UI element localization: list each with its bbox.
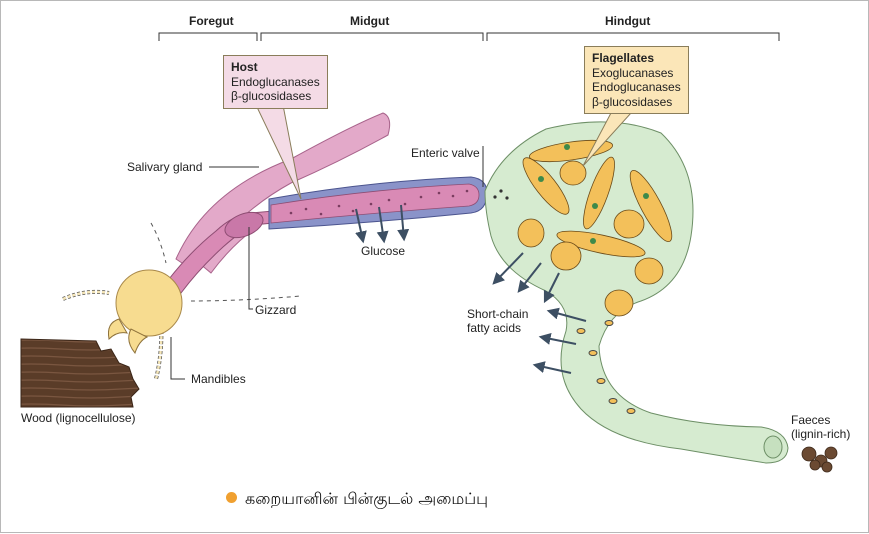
bacteria-dots bbox=[493, 189, 509, 200]
flagellates-line-2: Endoglucanases bbox=[592, 80, 681, 94]
flagellates-title: Flagellates bbox=[592, 51, 655, 65]
caption-text: கறையானின் பின்குடல் அமைப்பு bbox=[245, 489, 489, 508]
wood-block bbox=[20, 338, 140, 408]
glucose-arrows bbox=[355, 204, 410, 244]
label-glucose: Glucose bbox=[361, 244, 406, 258]
host-title: Host bbox=[231, 60, 258, 74]
host-line-2: β-glucosidases bbox=[231, 89, 312, 103]
midgut bbox=[270, 183, 480, 224]
termite-head-icon bbox=[62, 269, 183, 380]
gizzard bbox=[224, 211, 264, 239]
label-faeces-sub: (lignin-rich) bbox=[791, 427, 851, 441]
host-line-1: Endoglucanases bbox=[231, 74, 320, 89]
midgut-particles bbox=[289, 189, 469, 216]
label-salivary-gland: Salivary gland bbox=[127, 160, 203, 174]
salivary-gland bbox=[175, 112, 391, 274]
dashed-body-outline bbox=[150, 222, 302, 302]
section-hindgut: Hindgut bbox=[605, 14, 651, 28]
label-gizzard: Gizzard bbox=[255, 303, 297, 317]
label-wood: Wood (lignocellulose) bbox=[21, 411, 136, 425]
host-enzymes-box: Host Endoglucanases β-glucosidases bbox=[223, 55, 328, 109]
section-brackets bbox=[158, 32, 780, 41]
caption-bullet-icon bbox=[226, 492, 237, 503]
leader-lines bbox=[170, 146, 484, 380]
small-flagellates bbox=[576, 320, 636, 414]
label-short-chain: Short-chain bbox=[467, 307, 529, 321]
flagellates-enzymes-box: Flagellates Exoglucanases Endoglucanases… bbox=[584, 46, 689, 114]
label-fatty-acids: fatty acids bbox=[467, 321, 522, 335]
flagellates-line-1: Exoglucanases bbox=[592, 65, 674, 80]
label-mandibles: Mandibles bbox=[191, 372, 246, 386]
label-faeces: Faeces bbox=[791, 413, 831, 427]
section-foregut: Foregut bbox=[189, 14, 234, 28]
label-enteric-valve: Enteric valve bbox=[411, 146, 480, 160]
rectum-opening bbox=[763, 435, 783, 459]
flagellate-nuclei bbox=[538, 144, 649, 244]
figure-caption: கறையானின் பின்குடல் அமைப்பு bbox=[226, 489, 488, 510]
flagellates-line-3: β-glucosidases bbox=[592, 94, 673, 109]
faeces-pellets bbox=[801, 446, 838, 473]
flagellate-icon bbox=[517, 139, 673, 317]
scfa-arrows bbox=[492, 252, 587, 374]
section-midgut: Midgut bbox=[350, 14, 390, 28]
